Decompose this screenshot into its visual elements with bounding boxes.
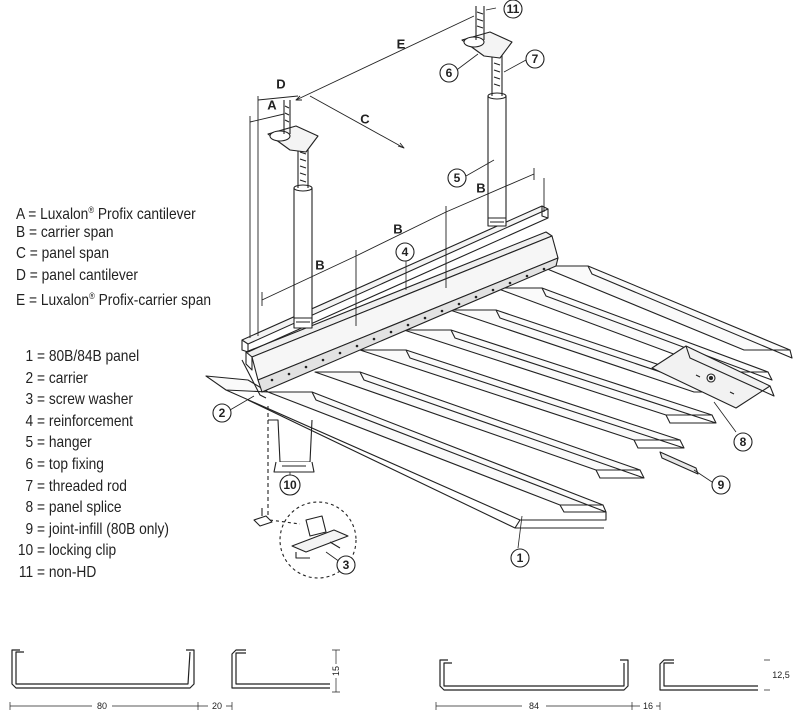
callout-7: 7 — [525, 49, 545, 69]
top-fixing-left — [267, 100, 319, 153]
legend-part-10: 10 = locking clip — [17, 542, 117, 560]
legend-part-1: 1 = 80B/84B panel — [25, 348, 140, 365]
dimension-lines — [249, 15, 545, 338]
dimension-legend: A = Luxalon® Profix cantilever B = carri… — [16, 200, 212, 310]
dimension-letters: D A C E B B B — [267, 37, 485, 273]
callout-3: 3 — [336, 555, 356, 575]
svg-text:10: 10 — [283, 478, 297, 492]
parts-legend: 1 = 80B/84B panel 2 = carrier 3 = screw … — [16, 346, 169, 584]
svg-text:9: 9 — [718, 478, 725, 492]
legend-dim-E: E = Luxalon® Profix-carrier span — [16, 291, 212, 310]
svg-text:11: 11 — [507, 2, 520, 16]
legend-part-3: 3 = screw washer — [25, 391, 134, 409]
legend-part-9: 9 = joint-infill (80B only) — [25, 520, 169, 538]
dim-label-C: C — [360, 112, 370, 127]
profile-dimension-lines — [9, 649, 770, 710]
callout-1: 1 — [510, 548, 530, 568]
legend-dim-C: C = panel span — [16, 245, 109, 263]
hanger-left — [293, 140, 313, 329]
svg-text:7: 7 — [532, 52, 539, 66]
dim-label-B-2: B — [393, 222, 402, 237]
legend-part-5: 5 = hanger — [25, 434, 92, 452]
legend-part-7: 7 = threaded rod — [25, 477, 127, 495]
carrier — [241, 231, 559, 399]
legend-part-2: 2 = carrier — [25, 369, 88, 387]
joint-infill — [659, 451, 699, 475]
profile-80 — [11, 649, 330, 689]
svg-text:5: 5 — [454, 171, 461, 185]
p84-gap-label: 16 — [643, 701, 653, 711]
screw-washer-detail — [253, 501, 357, 579]
svg-text:2: 2 — [219, 406, 226, 420]
profile-84 — [439, 659, 758, 691]
callout-8: 8 — [733, 432, 753, 452]
dim-label-B-1: B — [315, 258, 324, 273]
callout-5: 5 — [447, 168, 467, 188]
svg-text:8: 8 — [740, 435, 747, 449]
p80-height-label: 15 — [331, 666, 341, 676]
callout-10: 10 — [279, 474, 301, 496]
legend-dim-D: D = panel cantilever — [16, 266, 139, 284]
top-fixing-right — [461, 6, 513, 59]
dim-label-A: A — [267, 98, 277, 113]
callout-leaders — [229, 7, 737, 563]
svg-text:3: 3 — [343, 558, 350, 572]
p84-height-label: 12,5 — [772, 670, 790, 680]
panels — [205, 265, 793, 529]
callout-6: 6 — [439, 63, 459, 83]
legend-part-6: 6 = top fixing — [25, 455, 104, 473]
callout-2: 2 — [212, 403, 232, 423]
hanger-right — [487, 50, 507, 227]
svg-text:4: 4 — [402, 245, 409, 259]
dim-label-B-3: B — [476, 181, 485, 196]
legend-dim-A: A = Luxalon® Profix cantilever — [16, 205, 196, 223]
reinforcement — [241, 205, 549, 353]
dim-label-E: E — [397, 37, 406, 52]
legend-part-4: 4 = reinforcement — [25, 412, 134, 430]
locking-clip — [267, 406, 315, 520]
profile-dimension-values: 80 20 15 84 16 12,5 — [97, 666, 790, 711]
callout-4: 4 — [395, 242, 415, 262]
p84-width-label: 84 — [529, 701, 539, 711]
callout-11: 11 — [503, 0, 523, 19]
legend-part-8: 8 = panel splice — [25, 499, 122, 517]
svg-text:1: 1 — [517, 551, 524, 565]
legend-dim-B: B = carrier span — [16, 223, 114, 241]
svg-text:6: 6 — [446, 66, 453, 80]
callout-9: 9 — [711, 475, 731, 495]
p80-gap-label: 20 — [212, 701, 222, 711]
dim-label-D: D — [276, 77, 285, 92]
legend-part-11: 11 = non-HD — [18, 563, 97, 581]
panel-splice — [651, 345, 775, 409]
p80-width-label: 80 — [97, 701, 107, 711]
callouts: 1 2 3 4 5 6 7 8 9 10 11 — [212, 0, 753, 575]
